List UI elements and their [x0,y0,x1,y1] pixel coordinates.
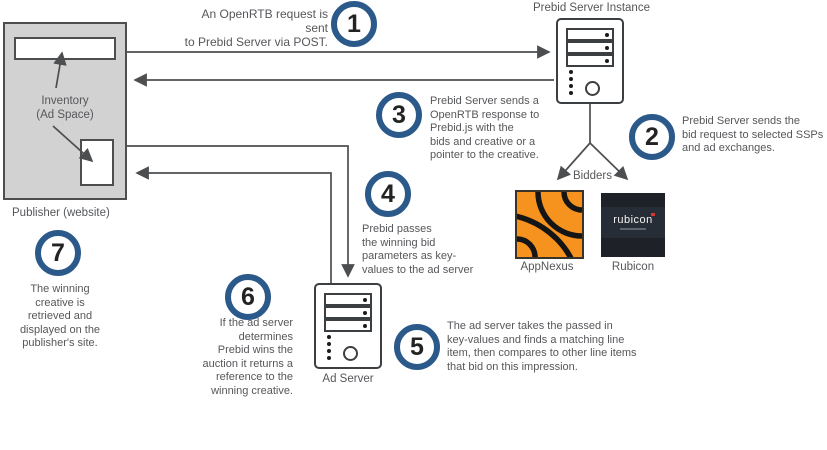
server-slat [566,54,614,67]
rubicon-subline [620,228,646,230]
server-slat [566,41,614,54]
publisher-website-box: Inventory (Ad Space) [3,22,127,200]
ad-slot-rectangle [80,139,114,186]
server-slat [324,293,372,306]
appnexus-logo [515,190,584,259]
step-2-badge: 2 [629,114,675,160]
rubicon-logo: rubicon [601,193,665,257]
step-2-text: Prebid Server sends the bid request to s… [682,115,824,154]
arrow-creative-ref-to-publisher [135,166,332,283]
server-slat [566,28,614,41]
server-power-button [343,346,358,361]
rubicon-logo-text: rubicon [613,213,655,226]
server-slat [324,306,372,319]
inventory-label: Inventory (Ad Space) [36,95,94,121]
step-1-badge: 1 [331,1,377,47]
server-slat [324,319,372,332]
ad-server-label: Ad Server [322,373,374,385]
step-3-badge: 3 [376,92,422,138]
step-7-text: The winning creative is retrieved and di… [19,283,101,349]
rubicon-band: rubicon [601,207,665,238]
prebid-server-icon [556,18,624,104]
appnexus-label: AppNexus [520,261,574,273]
step-1-text: An OpenRTB request is sent to Prebid Ser… [184,7,328,49]
step-6-text: If the ad server determines Prebid wins … [202,317,294,397]
ad-slot-banner [14,37,116,60]
publisher-label: Publisher (website) [12,207,110,219]
step-5-text: The ad server takes the passed in key-va… [447,320,637,373]
appnexus-arcs-graphic [517,192,582,257]
step-4-text: Prebid passes the winning bid parameters… [362,223,474,276]
server-led-dots [569,70,573,95]
prebid-server-label: Prebid Server Instance [533,2,650,14]
step-6-badge: 6 [225,274,271,320]
server-power-button [585,81,600,96]
step-3-text: Prebid Server sends a OpenRTB response t… [430,95,540,161]
arrow-keyvalues-to-ad-server [127,145,355,278]
step-4-badge: 4 [365,171,411,217]
rubicon-label: Rubicon [611,261,655,273]
bidders-label: Bidders [573,170,612,182]
step-7-badge: 7 [35,230,81,276]
ad-server-icon [314,283,382,369]
server-led-dots [327,335,331,360]
step-5-badge: 5 [394,324,440,370]
